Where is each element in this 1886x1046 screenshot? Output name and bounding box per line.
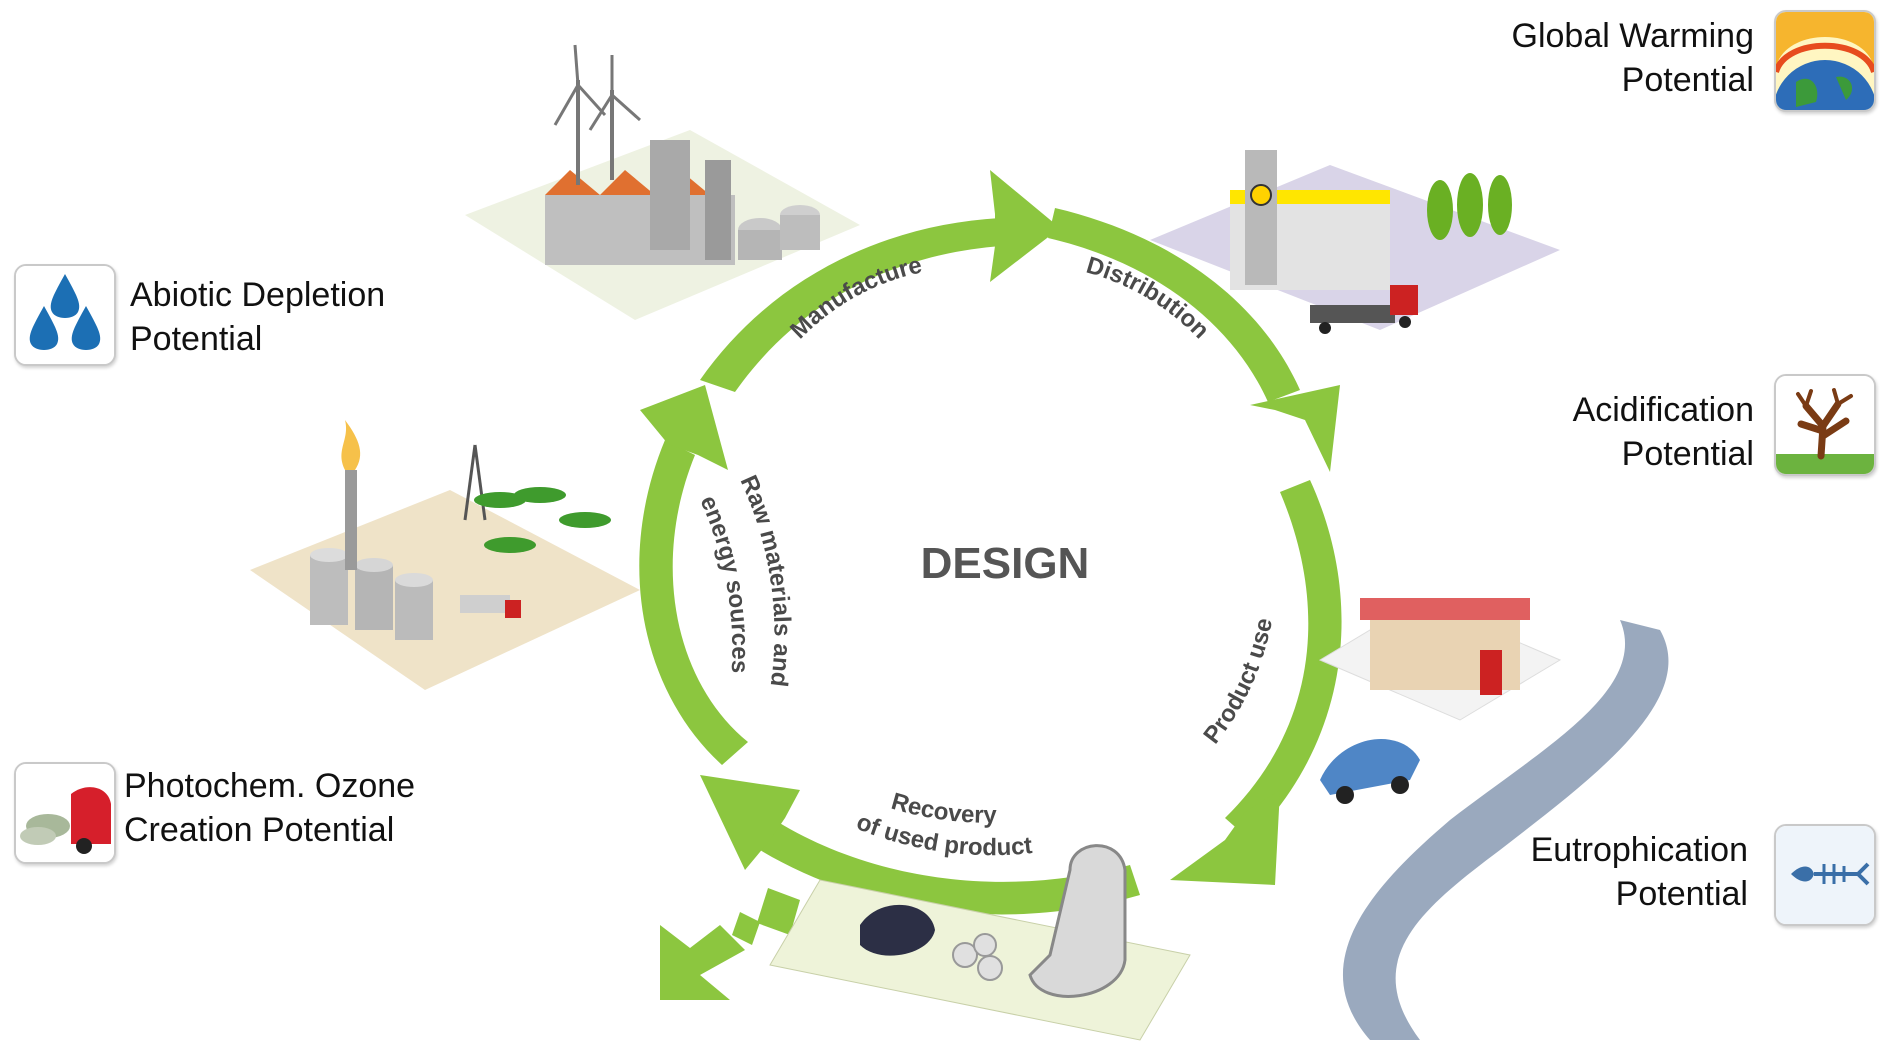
stage-label-recovery-1: Recovery [888,788,997,829]
photochem-ozone-label: Photochem. Ozone Creation Potential [124,764,415,852]
arrow-product-use [1225,480,1342,840]
acidification-tile [1774,374,1876,476]
abiotic-line1: Abiotic Depletion [130,276,386,314]
arrow-distribution [1048,208,1300,402]
abiotic-line2: Potential [130,320,263,358]
acid-line2: Potential [1621,435,1754,473]
fish-skeleton-icon [1776,826,1874,924]
road-illustration [1318,598,1669,1040]
arrow-recovery-head [700,775,800,870]
water-drops-icon [16,266,114,364]
abiotic-depletion-tile [14,264,116,366]
eutrophication-label: Eutrophication Potential [1531,828,1748,916]
stage-label-raw-2: energy sources [695,492,754,674]
recovery-illustration [769,844,1191,1041]
photochem-line1: Photochem. Ozone [124,767,416,805]
arrow-distribution-head [1250,385,1340,472]
exit-arrow-head [660,925,745,1000]
eutro-line1: Eutrophication [1530,831,1748,869]
exit-dash-1 [757,888,800,935]
photochem-line2: Creation Potential [124,811,395,849]
global-warming-label: Global Warming Potential [1512,14,1754,102]
stage-label-product-use: Product use [1198,616,1278,749]
factory-illustration [465,44,860,320]
global-warming-tile [1774,10,1876,112]
arrow-product-use-head [1170,790,1280,885]
photochem-ozone-tile [14,762,116,864]
arrow-manufacture-head [990,170,1060,282]
exit-dash-2 [732,912,760,945]
acid-line1: Acidification [1572,391,1754,429]
eutrophication-tile [1774,824,1876,926]
stage-label-recovery-1-path: Recovery [888,788,997,829]
globe-sun-icon [1776,12,1874,110]
arrow-raw-to-manufacture [639,440,748,765]
center-label: DESIGN [921,539,1090,588]
global-line2: Potential [1621,61,1754,99]
global-line1: Global Warming [1511,17,1754,55]
arrow-raw-head [640,385,728,470]
stage-label-raw-2-path: energy sources [695,492,754,674]
abiotic-depletion-label: Abiotic Depletion Potential [130,273,385,361]
arrow-manufacture [700,218,1002,392]
dead-tree-icon [1776,376,1874,474]
stage-label-product-use-path: Product use [1198,616,1278,749]
eutro-line2: Potential [1615,875,1748,913]
acidification-label: Acidification Potential [1573,388,1754,476]
car-exhaust-icon [16,764,114,862]
refinery-illustration [250,420,640,690]
warehouse-illustration [1150,150,1560,334]
